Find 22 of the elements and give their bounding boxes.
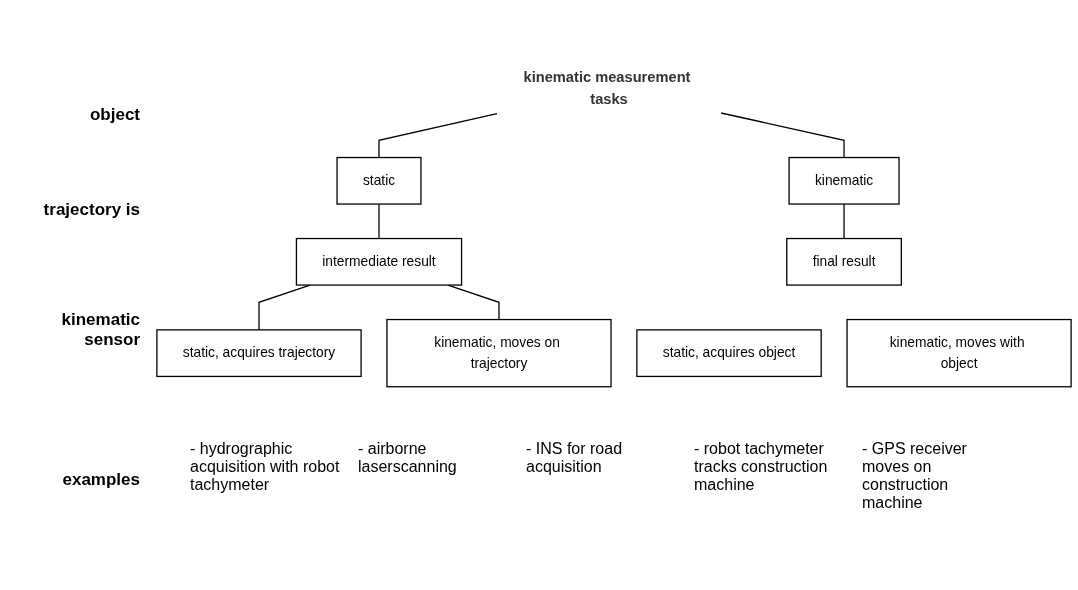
connector	[720, 112, 845, 159]
node-text: kinematic measurement tasks	[523, 68, 691, 108]
row-label: kinematic sensor	[60, 310, 140, 350]
connector	[378, 203, 380, 240]
node-box: intermediate result	[295, 237, 463, 286]
row-label: trajectory is	[42, 200, 140, 220]
node-box: kinematic	[788, 156, 900, 205]
node-box: static	[336, 156, 422, 205]
example-text: - robot tachymeter tracks construction machine	[694, 440, 829, 495]
example-text: - INS for road acquisition	[526, 440, 624, 477]
example-text: - airborne laserscanning	[358, 440, 458, 477]
example-text: - hydrographic acquisition with robot tachymeter	[190, 440, 340, 495]
node-box: static, acquires trajectory	[156, 329, 362, 378]
connector	[843, 203, 845, 240]
row-label: object	[88, 105, 140, 125]
node-box: static, acquires object	[636, 329, 822, 378]
node-box: final result	[786, 237, 902, 286]
node-box: kinematic, moves with object	[846, 318, 1072, 388]
connector	[378, 112, 498, 159]
node-box: kinematic, moves on trajectory	[386, 318, 612, 388]
row-label: examples	[61, 470, 140, 490]
example-text: - GPS receiver moves on construction machine	[862, 440, 968, 512]
